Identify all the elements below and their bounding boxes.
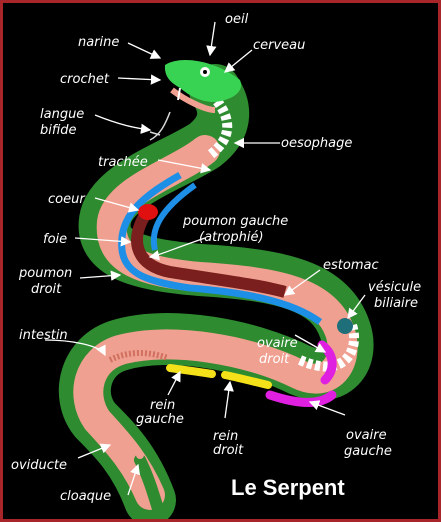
cloaque-shape: [136, 451, 144, 459]
diagram-title: Le Serpent: [231, 475, 345, 500]
label-narine: narine: [78, 35, 120, 50]
rein-gauche-shape: [166, 364, 216, 378]
label-poumon-gauche: poumon gauche: [183, 214, 289, 229]
label-atrophie: (atrophié): [199, 230, 264, 245]
foie-shape: [131, 211, 287, 298]
label-ovaire-droit: ovaire: [257, 336, 298, 351]
ovaire-gauche-shape: [265, 390, 337, 407]
label-bifide: bifide: [40, 123, 77, 138]
label-oviducte: oviducte: [11, 458, 67, 473]
vesicule-shape: [337, 318, 353, 334]
label-ovaire-droit-2: droit: [259, 352, 290, 367]
label-rein-droit-2: droit: [213, 443, 244, 458]
label-intestin: intestin: [19, 328, 68, 343]
label-rein-gauche: rein: [150, 398, 176, 413]
label-oesophage: oesophage: [281, 136, 353, 151]
label-cloaque: cloaque: [60, 489, 112, 504]
intestin-shape: [108, 350, 169, 363]
label-cerveau: cerveau: [253, 38, 306, 53]
diagram-canvas: oeil narine cerveau crochet langue bifid…: [3, 3, 438, 519]
label-coeur: coeur: [48, 192, 85, 207]
label-trachee: trachée: [98, 155, 148, 170]
label-foie: foie: [43, 232, 68, 247]
snake-jaw: [170, 87, 216, 113]
vertebrae: [206, 91, 360, 372]
snake-tail: [134, 454, 166, 519]
label-oeil: oeil: [225, 12, 249, 27]
label-ovaire-gauche: ovaire: [346, 428, 387, 443]
label-biliaire: biliaire: [374, 296, 419, 311]
rein-droit-shape: [221, 371, 272, 389]
snake-illustration: [44, 21, 374, 519]
label-rein-gauche-2: gauche: [136, 412, 184, 427]
tongue-shape: [149, 111, 171, 141]
coeur-shape: [138, 204, 158, 220]
label-crochet: crochet: [60, 72, 109, 87]
label-droit: droit: [31, 282, 62, 297]
label-estomac: estomac: [323, 258, 379, 273]
label-langue: langue: [40, 107, 85, 122]
label-vesicule: vésicule: [368, 280, 422, 295]
snake-head: [164, 60, 242, 102]
label-ovaire-gauche-2: gauche: [344, 444, 392, 459]
label-poumon-droit: poumon: [19, 266, 73, 281]
fang-shape: [177, 87, 181, 101]
pupil-shape: [203, 70, 207, 74]
poumon-gauche-shape: [150, 182, 197, 251]
label-rein-droit: rein: [213, 429, 239, 444]
label-arrows: [44, 21, 366, 496]
